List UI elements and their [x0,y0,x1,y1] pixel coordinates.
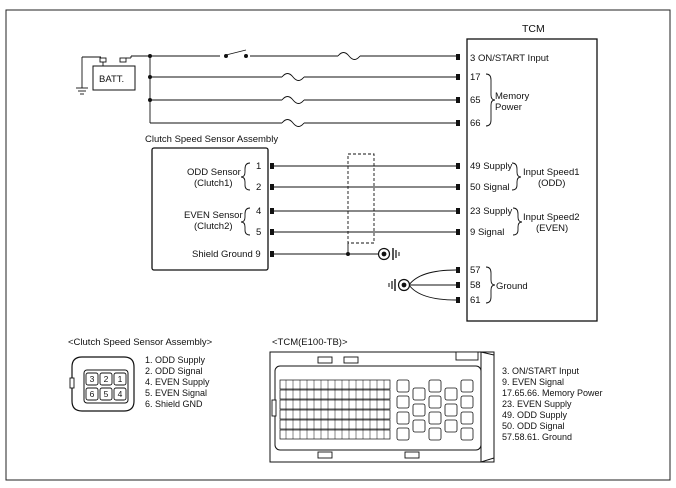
sensor-legend-6: 6. Shield GND [145,399,203,409]
sensor-cavity-2: 2 [104,374,109,384]
shield-ground-icon [377,247,400,261]
sensor-pin-1: 1 [256,161,261,172]
tcm-pin-9: 9 Signal [470,227,504,238]
shield-ground-label: Shield Ground 9 [192,249,261,260]
tcm-legend-3: 3. ON/START Input [502,366,580,376]
sensor-legend-1: 1. ODD Supply [145,355,206,365]
ground-label: Ground [496,281,528,292]
sensor-pin-2: 2 [256,182,261,193]
tcm-ground-icon [388,278,411,292]
input-speed1-label: Input Speed1(ODD) [523,167,580,189]
fuse-icon [281,117,305,129]
sensor-cavity-4: 4 [118,389,123,399]
tcm-pin-66: 66 [470,118,481,129]
fuse-icon [337,50,361,62]
tcm-pin-terminals [456,54,460,303]
tcm-connector-face [269,351,495,463]
tcm-legend-50: 50. ODD Signal [502,421,565,431]
battery-label: BATT. [99,74,124,85]
sensor-cavity-3: 3 [90,374,95,384]
even-sensor-label: EVEN Sensor(Clutch2) [184,210,243,232]
tcm-pin-23: 23 Supply [470,206,513,217]
tcm-pin-17: 17 [470,72,481,83]
sensor-cavity-1: 1 [118,374,123,384]
sensor-pin-5: 5 [256,227,261,238]
tcm-box [466,38,598,322]
ignition-switch-icon [220,49,250,62]
sensor-legend-2: 2. ODD Signal [145,366,203,376]
sensor-assembly-box [151,147,269,271]
tcm-legend-23: 23. EVEN Supply [502,399,572,409]
tcm-title: TCM [522,23,545,35]
sensor-legend-4: 4. EVEN Supply [145,377,210,387]
fuse-icon [281,71,305,83]
sensor-legend-5: 5. EVEN Signal [145,388,207,398]
odd-sensor-label: ODD Sensor(Clutch1) [187,167,241,189]
tcm-pin-65: 65 [470,95,481,106]
sensor-pin-4: 4 [256,206,261,217]
tcm-pin-49: 49 Supply [470,161,513,172]
tcm-pin-50: 50 Signal [470,182,510,193]
sensor-connector-face: 3 2 1 6 5 4 [69,356,135,412]
tcm-connector-title: <TCM(E100-TB)> [272,337,348,348]
input-speed2-label: Input Speed2(EVEN) [523,212,580,234]
tcm-pin-61: 61 [470,295,481,306]
tcm-pin-3: 3 ON/START Input [470,53,549,64]
tcm-pin-58: 58 [470,280,481,291]
sensor-connector-title: <Clutch Speed Sensor Assembly> [68,337,213,348]
tcm-legend-17-65-66: 17.65.66. Memory Power [502,388,603,398]
tcm-legend-57-58-61: 57.58.61. Ground [502,432,572,442]
sensor-cavity-6: 6 [90,389,95,399]
fuse-icon [281,94,305,106]
tcm-pin-57: 57 [470,265,481,276]
sensor-cavity-5: 5 [104,389,109,399]
tcm-legend-49: 49. ODD Supply [502,410,568,420]
sensor-assembly-title: Clutch Speed Sensor Assembly [145,134,278,145]
tcm-legend-9: 9. EVEN Signal [502,377,564,387]
battery [92,65,136,91]
